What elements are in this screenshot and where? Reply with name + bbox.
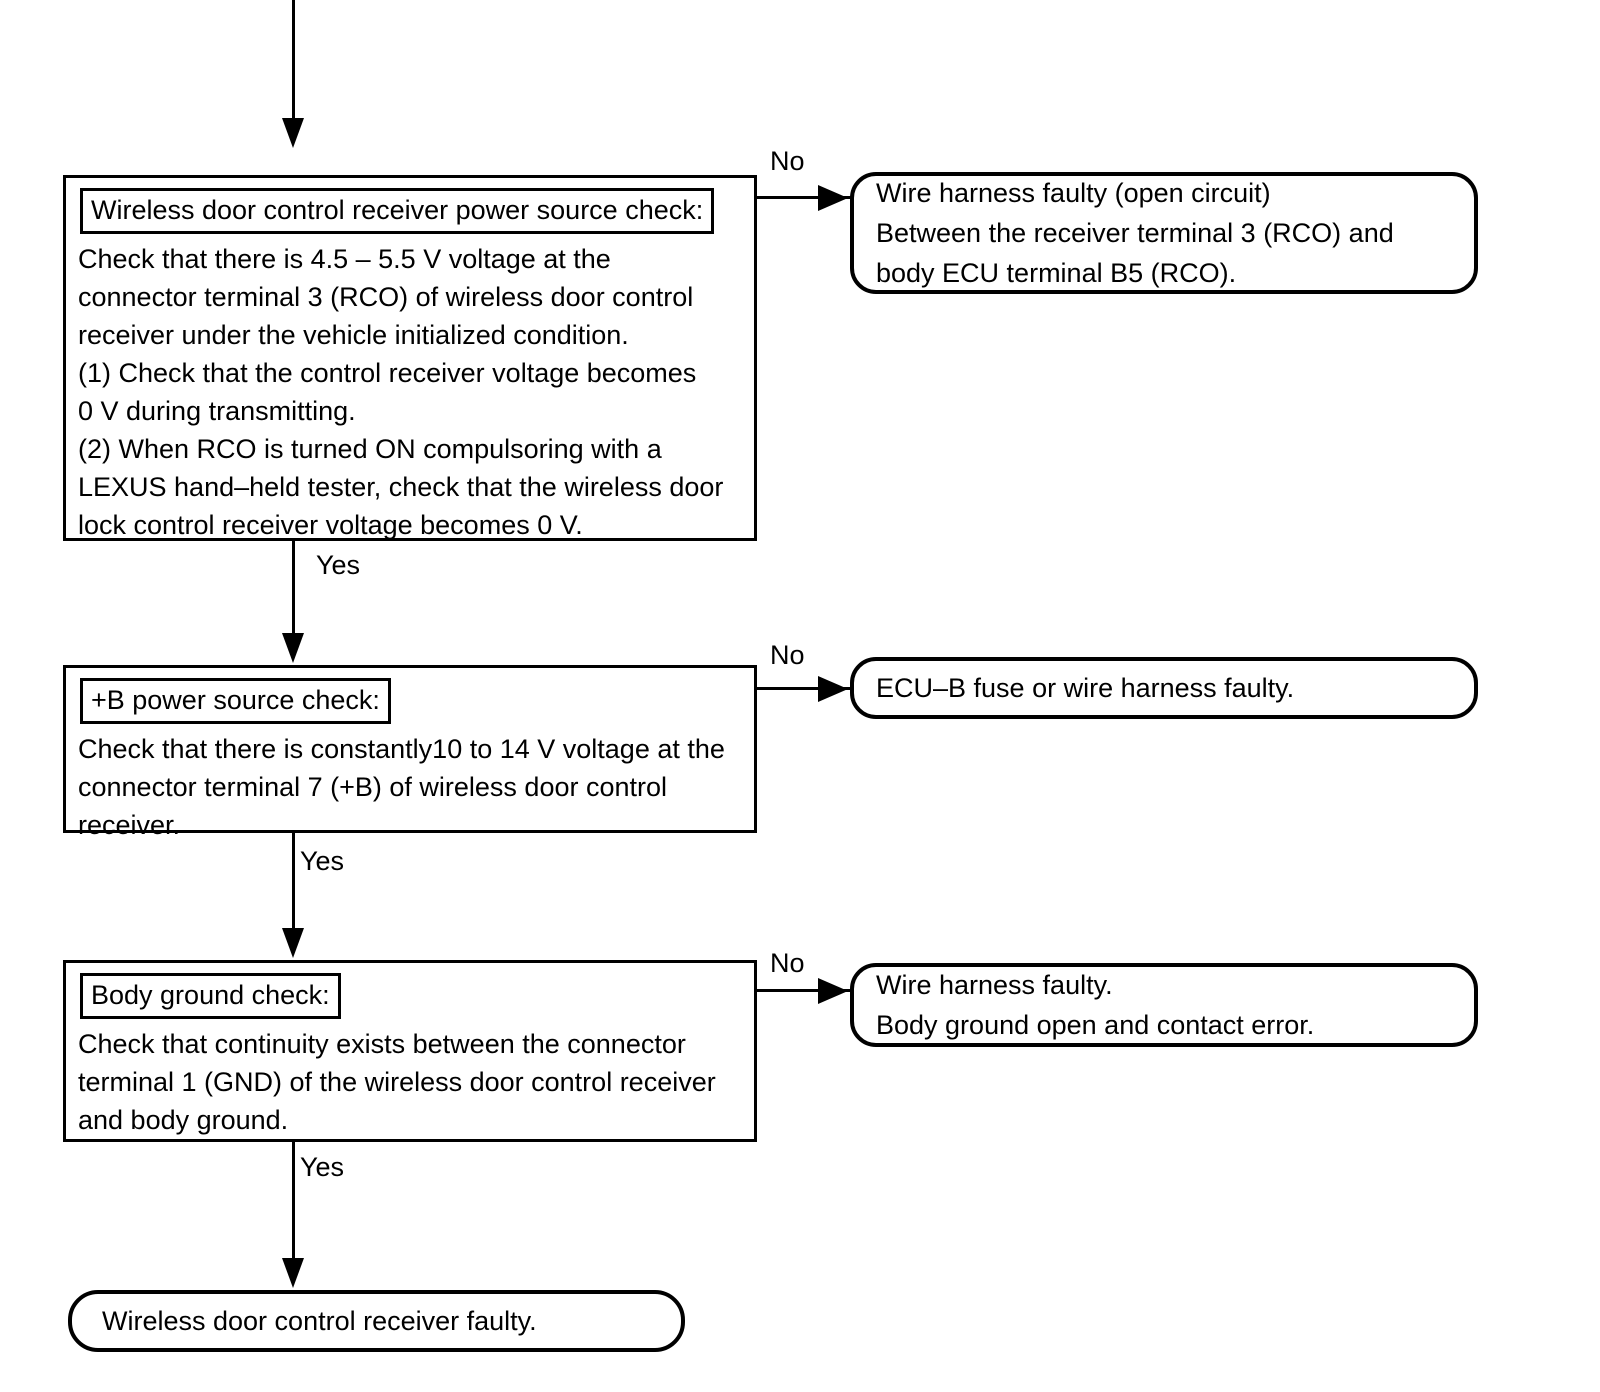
step-1-header: Wireless door control receiver power sou… [80,188,715,234]
step-2-no-result-box[interactable]: ECU–B fuse or wire harness faulty. [850,657,1478,719]
arrowhead-step-2-no [818,676,848,702]
step-2-box[interactable]: +B power source check: Check that there … [63,665,757,840]
step-3-box[interactable]: Body ground check: Check that continuity… [63,960,757,1142]
arrowhead-step-1-yes [282,633,304,663]
arrowhead-step-2-yes [282,928,304,958]
step-3-no-result-box[interactable]: Wire harness faulty. Body ground open an… [850,963,1478,1047]
connector-entry-line [292,0,295,122]
step-2-yes-line [292,833,295,933]
step-1-no-result-box[interactable]: Wire harness faulty (open circuit) Betwe… [850,172,1478,294]
step-3-yes-label: Yes [300,1152,345,1182]
step-3-yes-line [292,1142,295,1260]
arrowhead-step-1-no [818,185,848,211]
step-2-no-line [757,687,852,690]
arrowhead-entry [282,118,304,148]
step-1-no-line [757,196,852,199]
step-1-no-label: No [770,146,805,176]
terminal-result-text: Wireless door control receiver faulty. [102,1306,537,1336]
step-1-yes-line [292,541,295,639]
step-2-header: +B power source check: [80,678,391,724]
step-2-no-result-text: ECU–B fuse or wire harness faulty. [876,673,1295,703]
arrowhead-step-3-yes [282,1258,304,1288]
step-2-yes-label: Yes [300,846,345,876]
step-1-yes-label: Yes [316,550,361,580]
terminal-result-box[interactable]: Wireless door control receiver faulty. [68,1290,685,1352]
step-3-no-label: No [770,948,805,978]
arrowhead-step-3-no [818,978,848,1004]
step-3-header: Body ground check: [80,973,341,1019]
step-1-no-result-text: Wire harness faulty (open circuit) Betwe… [876,178,1394,288]
step-3-body: Check that continuity exists between the… [78,1029,716,1135]
step-2-no-label: No [770,640,805,670]
step-3-no-line [757,989,852,992]
step-1-box[interactable]: Wireless door control receiver power sou… [63,175,757,541]
step-3-no-result-text: Wire harness faulty. Body ground open an… [876,970,1315,1040]
step-1-body: Check that there is 4.5 – 5.5 V voltage … [78,244,724,540]
step-2-body: Check that there is constantly10 to 14 V… [78,734,725,840]
